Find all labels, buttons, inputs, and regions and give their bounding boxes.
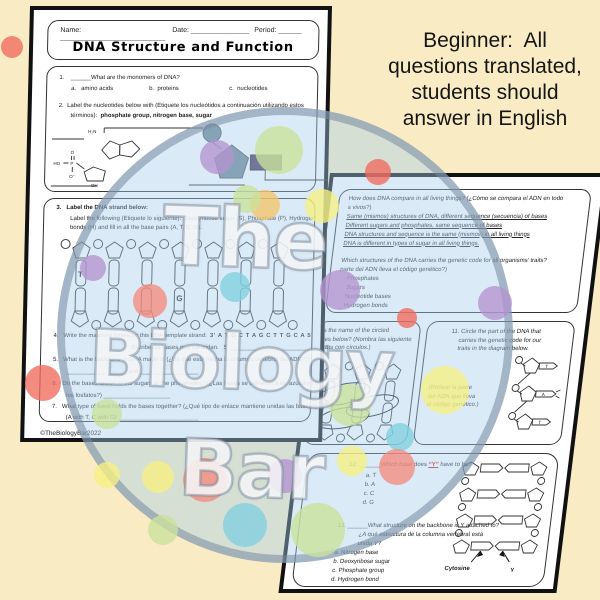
question-box-12-13: 12. ______Which base does “Y” have to be… bbox=[291, 453, 560, 587]
q2-terms: términos): phosphate group, nitrogen bas… bbox=[70, 113, 212, 119]
decor-dot bbox=[233, 185, 261, 213]
decor-dot bbox=[421, 366, 469, 414]
decor-dot bbox=[223, 503, 267, 547]
q13-dna-ladder-diagram bbox=[452, 461, 548, 563]
level-annotation: Beginner: All questions translated, stud… bbox=[372, 28, 598, 132]
annotation-line: questions translated, bbox=[388, 55, 582, 78]
decor-dot bbox=[183, 458, 227, 502]
question-box-11: 11. Circle the part of the DNA that carr… bbox=[412, 321, 576, 445]
date-blank: Date: _______________ bbox=[172, 27, 250, 34]
decor-dot bbox=[94, 462, 120, 488]
decor-dot bbox=[148, 515, 178, 545]
decor-dot bbox=[268, 459, 302, 493]
period-blank: Period: ______ bbox=[254, 27, 302, 34]
worksheet-header-box: Name: ___________________________ Date: … bbox=[46, 20, 320, 60]
q11-nucleotide-diagram: T A T bbox=[508, 356, 561, 430]
decor-dot bbox=[142, 461, 174, 493]
name-blank: Name: ___________________________ bbox=[60, 27, 166, 41]
decor-dot bbox=[365, 159, 391, 185]
watermark-text-bar: Bar bbox=[176, 422, 326, 519]
watermark-text-biology: Biology bbox=[86, 311, 396, 413]
decor-dot bbox=[320, 270, 360, 310]
decor-dot bbox=[220, 272, 250, 302]
ho-label: HO bbox=[53, 161, 60, 166]
q13-option: d. Hydrogen bond bbox=[330, 577, 380, 583]
q1-option-b: b. proteins bbox=[149, 86, 179, 92]
decor-dot bbox=[329, 384, 371, 426]
decor-dot bbox=[397, 308, 417, 328]
decor-dot bbox=[92, 399, 122, 429]
decor-dot bbox=[386, 423, 414, 451]
annotation-line: answer in English bbox=[402, 107, 568, 130]
p-label: P bbox=[70, 161, 73, 166]
oh-label: OH bbox=[91, 183, 98, 188]
decor-dot bbox=[337, 446, 367, 476]
o-bottom-label: O⁻ bbox=[69, 174, 76, 179]
q1-option-c: c. nucleotides bbox=[229, 86, 268, 92]
decor-dot bbox=[291, 503, 345, 557]
decor-dot bbox=[1, 36, 23, 58]
q1-text: 1. ______What are the monomers of DNA? bbox=[59, 75, 180, 81]
name-date-period-row: Name: ___________________________ Date: … bbox=[60, 27, 306, 41]
decor-dot bbox=[305, 189, 339, 223]
q13-label-cytosine: Cytosine bbox=[444, 566, 471, 572]
q11-base-letter: T bbox=[538, 420, 542, 425]
decor-dot bbox=[133, 284, 167, 318]
annotation-line: students should bbox=[411, 81, 559, 104]
watermark-text-the: The bbox=[160, 188, 330, 291]
amine-label: H₂N bbox=[88, 129, 96, 134]
q11-base-letter: T bbox=[545, 364, 549, 369]
decor-dot bbox=[379, 449, 415, 485]
decor-dot bbox=[80, 255, 106, 281]
annotation-line: Beginner: All bbox=[423, 29, 547, 52]
q1-option-a: a. amino acids bbox=[71, 86, 114, 92]
decor-dot bbox=[255, 126, 303, 174]
q11-base-letter: A bbox=[541, 392, 545, 397]
q13-label-y: Y bbox=[509, 568, 515, 574]
o-top-label: O bbox=[71, 150, 75, 155]
decor-dot bbox=[25, 365, 61, 401]
decor-dot bbox=[478, 286, 512, 320]
nucleotide-chemical-structure: H₂N HO P O O⁻ OH bbox=[50, 127, 201, 188]
decor-dot bbox=[200, 140, 234, 174]
worksheet-title: DNA Structure and Function bbox=[72, 40, 294, 55]
